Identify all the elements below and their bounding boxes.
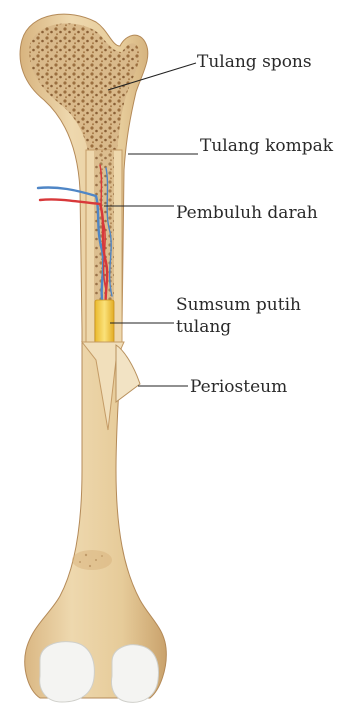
cartilage-right xyxy=(112,645,159,703)
cartilage-left xyxy=(40,642,95,702)
label-compact-bone: Tulang kompak xyxy=(200,135,333,157)
label-yellow-marrow: Sumsum putih tulang xyxy=(176,294,346,338)
label-marrow-line2: tulang xyxy=(176,316,346,338)
label-blood-vessel: Pembuluh darah xyxy=(176,202,318,224)
label-marrow-line1: Sumsum putih xyxy=(176,294,346,316)
periosteum-flap xyxy=(116,345,140,402)
blood-vessels xyxy=(38,165,112,316)
label-spongy-bone: Tulang spons xyxy=(197,51,312,73)
label-periosteum: Periosteum xyxy=(190,376,287,398)
